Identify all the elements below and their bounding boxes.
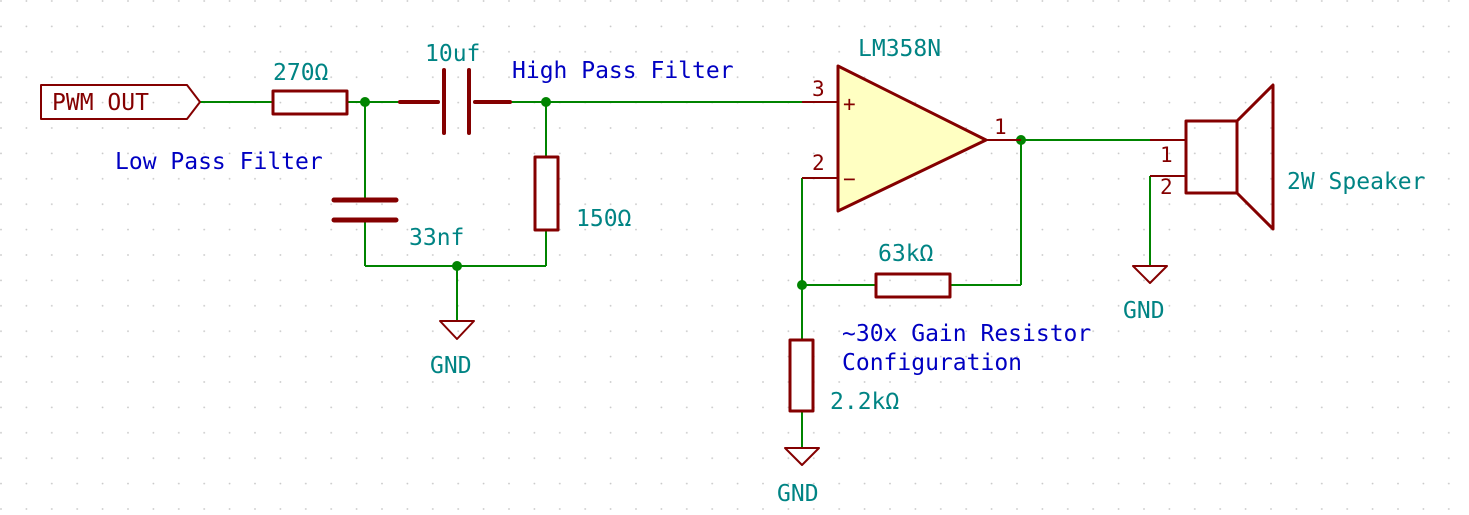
resistor-r3 (874, 272, 952, 299)
gnd-label-2: GND (777, 481, 819, 507)
resistor-r4 (788, 338, 815, 413)
opamp-lm358n (802, 64, 1021, 213)
speaker-cone (1235, 83, 1275, 231)
junction-feedback (797, 280, 807, 290)
opamp-plus-sign: + (843, 92, 856, 116)
r2-value: 150Ω (576, 206, 632, 232)
junction-c1-r2 (541, 97, 551, 107)
gnd-label-3: GND (1123, 298, 1165, 324)
r4-value: 2.2kΩ (830, 389, 899, 415)
speaker-value: 2W Speaker (1287, 169, 1425, 195)
opamp-pin1-number: 1 (994, 115, 1007, 139)
capacitor-c1 (398, 68, 512, 135)
gnd-symbol-2 (784, 447, 820, 466)
resistor-r1 (271, 89, 349, 116)
capacitor-c2 (331, 197, 399, 223)
high-pass-filter-label: High Pass Filter (512, 58, 734, 84)
r3-value: 63kΩ (878, 241, 934, 267)
gnd-label-1: GND (430, 353, 472, 379)
gain-note-line1: ~30x Gain Resistor (842, 321, 1091, 347)
opamp-pin3-number: 3 (812, 77, 825, 101)
pwm-out-label: PWM OUT (52, 90, 149, 116)
opamp-pin2-number: 2 (812, 151, 825, 175)
gain-note-line2: Configuration (842, 350, 1022, 376)
gnd-symbol-1 (439, 320, 475, 340)
r1-value: 270Ω (273, 60, 329, 86)
junction-r1-c1 (360, 97, 370, 107)
opamp-body (836, 64, 988, 213)
speaker-pin1-number: 1 (1160, 143, 1173, 167)
resistor-r2 (533, 155, 560, 232)
pwm-out-label-shape (40, 84, 201, 120)
wires (200, 101, 1186, 448)
low-pass-filter-label: Low Pass Filter (115, 149, 323, 175)
speaker-pin2-number: 2 (1160, 175, 1173, 199)
speaker-symbol (1150, 83, 1275, 231)
gnd-symbol-3 (1132, 265, 1168, 284)
opamp-value: LM358N (858, 36, 941, 62)
c1-value: 10uf (425, 41, 480, 67)
speaker-box (1184, 119, 1239, 195)
opamp-minus-sign: − (843, 167, 856, 191)
c2-value: 33nf (409, 225, 464, 251)
junction-gnd-bus (452, 261, 462, 271)
